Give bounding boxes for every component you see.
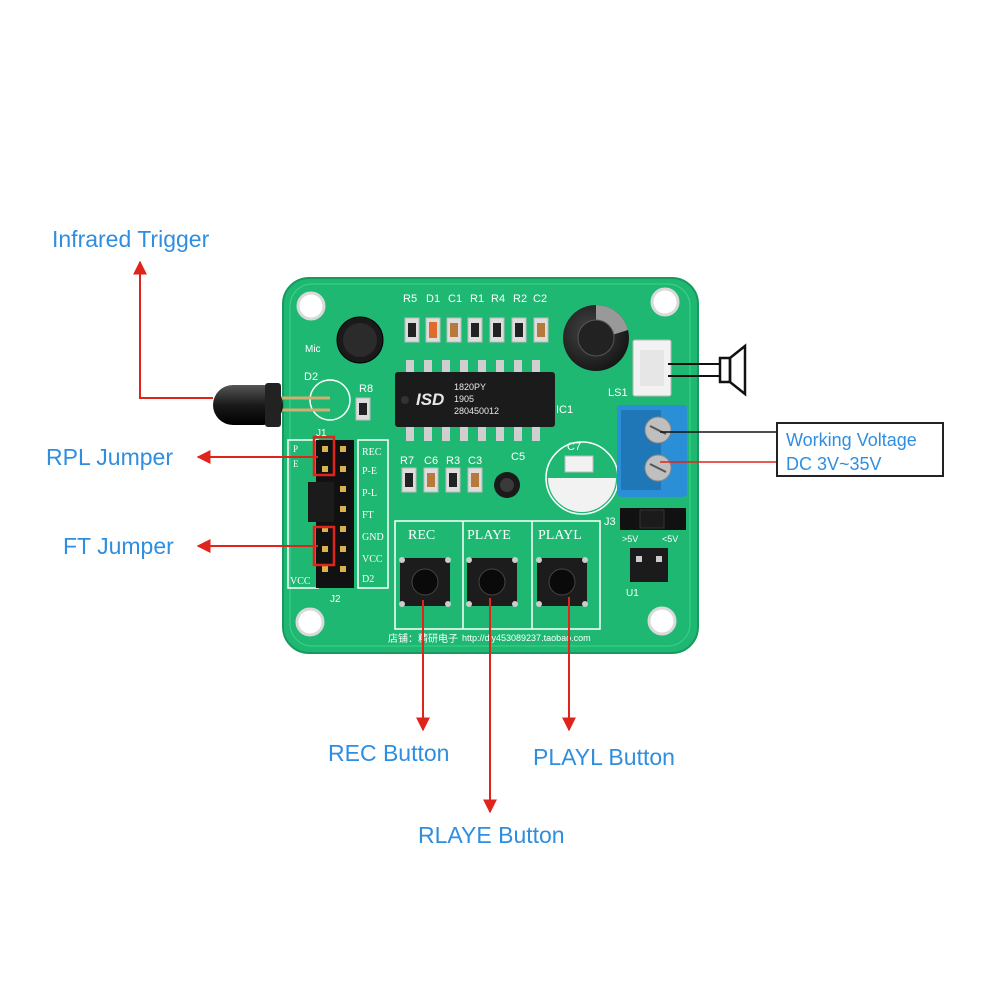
header-label-vcc: VCC — [362, 554, 383, 565]
ref-d2: D2 — [304, 371, 318, 383]
chip-line-1: 1820PY — [454, 382, 486, 392]
ref-r4: R4 — [491, 293, 505, 305]
working-voltage-label: Working Voltage — [786, 430, 917, 450]
ref-j3: J3 — [604, 516, 616, 528]
callout-arrows — [133, 260, 576, 814]
header-label-rec: REC — [362, 447, 382, 458]
rlaye-button-label: RLAYE Button — [418, 822, 565, 848]
capacitor-c5 — [494, 472, 520, 498]
ref-mic: Mic — [305, 344, 321, 355]
jumper-side-label-e: E — [293, 459, 299, 469]
header-label-pe: P-E — [362, 466, 377, 477]
playe-pushbutton — [466, 557, 518, 607]
ft-jumper-label: FT Jumper — [63, 533, 174, 559]
ref-u1: U1 — [626, 588, 639, 599]
chip-line-3: 280450012 — [454, 406, 499, 416]
ref-r1: R1 — [470, 293, 484, 305]
ic-chip — [395, 360, 555, 441]
c7-marking — [548, 478, 616, 512]
speaker-icon — [718, 343, 747, 397]
jumper-side-label-p: P — [293, 444, 298, 454]
electrolytic-capacitor — [563, 305, 629, 371]
header-labels: REC P-E P-L FT GND VCC D2 P E VCC — [290, 444, 384, 587]
playl-pushbutton — [536, 557, 588, 607]
j3-jumper — [620, 508, 686, 530]
button-label-playe: PLAYE — [467, 528, 511, 543]
ref-ic1: IC1 — [556, 404, 573, 416]
ref-c1: C1 — [448, 293, 462, 305]
rpl-jumper-label: RPL Jumper — [46, 444, 173, 470]
ref-ls1: LS1 — [608, 387, 628, 399]
ref-r7: R7 — [400, 455, 414, 467]
ref-c2: C2 — [533, 293, 547, 305]
ref-r5: R5 — [403, 293, 417, 305]
chip-brand: ISD — [416, 390, 444, 409]
microphone — [336, 316, 384, 364]
j3-label-gt5v: >5V — [622, 534, 638, 544]
button-label-rec: REC — [408, 528, 435, 543]
pcb-board: ISD 1820PY 1905 280450012 REC — [213, 277, 699, 654]
ref-d1: D1 — [426, 293, 440, 305]
screw-terminal — [617, 405, 687, 497]
ref-r8: R8 — [359, 383, 373, 395]
ref-c3: C3 — [468, 455, 482, 467]
chip-marking: ISD 1820PY 1905 280450012 — [416, 382, 499, 416]
mounting-holes — [295, 287, 680, 637]
infrared-sensor — [213, 383, 330, 427]
smd-row-middle — [355, 397, 483, 493]
voltage-leaders — [660, 431, 776, 463]
footer-url-text: http://diy453089237.taobao.com — [462, 633, 591, 643]
chip-line-2: 1905 — [454, 394, 474, 404]
ref-j1: J1 — [316, 428, 327, 439]
ref-r2: R2 — [513, 293, 527, 305]
infrared-trigger-label: Infrared Trigger — [52, 226, 210, 252]
jumper-side-label-vcc: VCC — [290, 576, 311, 587]
reference-labels: R5 D1 C1 R1 R4 R2 C2 R7 C6 R3 C3 Mic D2 … — [304, 293, 678, 645]
rec-pushbutton — [399, 557, 451, 607]
playl-button-label: PLAYL Button — [533, 744, 675, 770]
voltage-range-label: DC 3V~35V — [786, 454, 882, 474]
ref-j2: J2 — [330, 594, 341, 605]
ref-c7: C7 — [567, 441, 581, 453]
j3-label-lt5v: <5V — [662, 534, 678, 544]
speaker-wiring — [668, 363, 720, 377]
ref-r3: R3 — [446, 455, 460, 467]
header-label-d2: D2 — [362, 574, 374, 585]
button-label-playl: PLAYL — [538, 528, 582, 543]
push-buttons: REC PLAYE PLAYL — [399, 528, 588, 607]
voltage-info-box: Working Voltage DC 3V~35V — [776, 422, 944, 477]
regulator-u1 — [630, 548, 668, 582]
ref-c6: C6 — [424, 455, 438, 467]
infrared-arrow — [133, 260, 213, 399]
smd-row-top — [404, 317, 549, 343]
header-label-ft: FT — [362, 510, 374, 521]
rec-button-label: REC Button — [328, 740, 450, 766]
speaker-connector — [632, 339, 672, 397]
capacitor-c7-pad — [564, 455, 594, 473]
ref-c5: C5 — [511, 451, 525, 463]
header-label-gnd: GND — [362, 532, 384, 543]
header-label-pl: P-L — [362, 488, 377, 499]
